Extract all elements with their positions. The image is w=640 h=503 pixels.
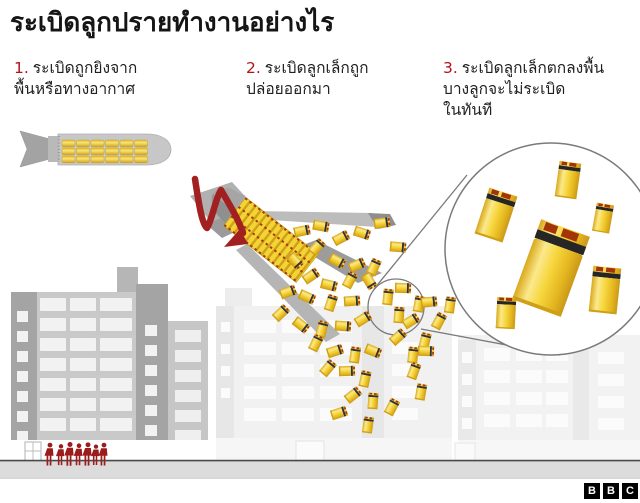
step-2-line-2: ปล่อยออกมา — [246, 80, 331, 98]
step-1-line-2: พื้นหรือทางอากาศ — [14, 80, 136, 98]
step-2: 2.ระเบิดลูกเล็กถูก ปล่อยออกมา — [246, 58, 441, 100]
bbc-logo: B B C — [584, 483, 638, 499]
left-building — [11, 267, 208, 462]
bbc-logo-letter: C — [622, 483, 638, 499]
step-1-number: 1. — [14, 59, 29, 77]
door-icon — [24, 441, 42, 462]
step-1-line-1: ระเบิดถูกยิงจาก — [32, 59, 138, 77]
magnifier-circle-icon — [444, 142, 640, 356]
step-3-line-3: ในทันที — [443, 101, 493, 119]
step-2-line-1: ระเบิดลูกเล็กถูก — [264, 59, 369, 77]
step-2-number: 2. — [246, 59, 261, 77]
step-3-number: 3. — [443, 59, 458, 77]
page-title: ระเบิดลูกปรายทำงานอย่างไร — [10, 8, 335, 38]
step-1: 1.ระเบิดถูกยิงจาก พื้นหรือทางอากาศ — [14, 58, 224, 100]
tail-fins — [19, 130, 51, 168]
casing-strip — [254, 211, 390, 227]
building-icon — [454, 335, 640, 463]
bbc-logo-letter: B — [584, 483, 600, 499]
step-3-line-1: ระเบิดลูกเล็กตกลงพื้น — [461, 59, 605, 77]
step-3-line-2: บางลูกจะไม่ระเบิด — [443, 80, 566, 98]
red-streamer-icon — [191, 175, 248, 247]
cluster-bomb-icon — [19, 130, 172, 168]
ground — [0, 459, 640, 479]
bbc-logo-letter: B — [603, 483, 619, 499]
step-3: 3.ระเบิดลูกเล็กตกลงพื้น บางลูกจะไม่ระเบิ… — [443, 58, 640, 121]
